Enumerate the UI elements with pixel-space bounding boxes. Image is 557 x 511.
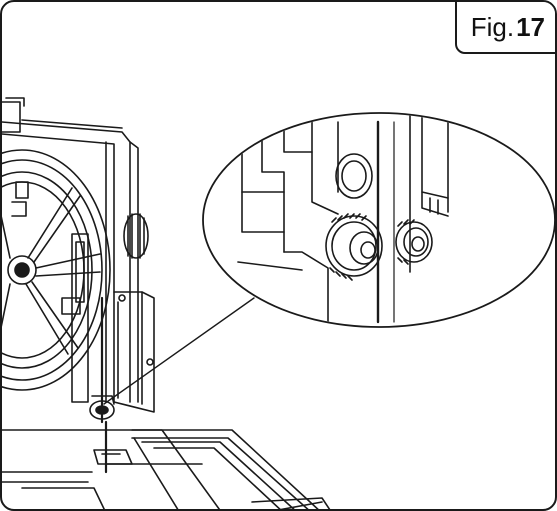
worktable	[2, 429, 331, 509]
figure-label-number: 17	[516, 11, 545, 42]
saw-frame	[2, 97, 139, 403]
figure-label-prefix: Fig.	[470, 11, 515, 42]
blade-guide-assembly	[61, 233, 155, 474]
magnified-detail	[202, 112, 555, 328]
saw-wheel	[2, 149, 111, 391]
callout-leader-line	[103, 297, 255, 405]
tension-knob	[123, 213, 149, 259]
figure-label: Fig. 17	[454, 2, 555, 54]
